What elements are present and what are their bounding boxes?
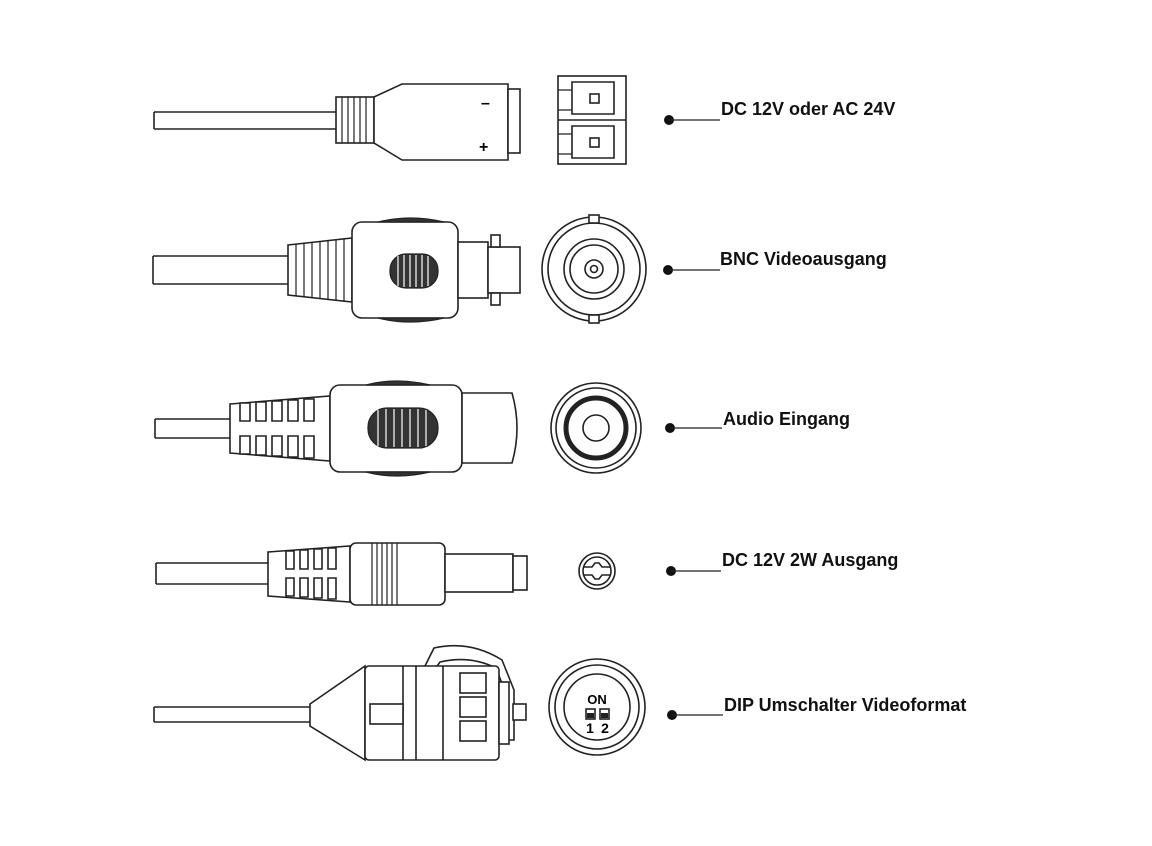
dc-out-strain-relief [267, 545, 351, 603]
dip-switch-2-number: 2 [601, 720, 609, 736]
dip-protective-cap [418, 644, 515, 741]
label-power: DC 12V oder AC 24V [721, 99, 895, 119]
audio-strain-relief [229, 395, 331, 462]
dip-on-label: ON [587, 692, 607, 707]
bnc-strain-relief [287, 237, 353, 303]
power-strain-relief [335, 96, 375, 144]
label-audio: Audio Eingang [723, 409, 850, 429]
audio-grip-bottom [365, 471, 431, 477]
audio-socket-icon [550, 382, 642, 474]
label-dc-out: DC 12V 2W Ausgang [722, 550, 898, 570]
bnc-bayonet-pin-top [490, 234, 501, 248]
audio-grip-top [365, 380, 431, 386]
polarity-minus: – [481, 95, 490, 112]
label-dip: DIP Umschalter Videoformat [724, 695, 966, 715]
dip-cable-boot [309, 664, 366, 762]
dc-out-cable [155, 562, 268, 585]
terminal-block-icon [557, 75, 627, 165]
audio-grip-window [367, 407, 439, 449]
bnc-grip-bottom [377, 317, 445, 323]
power-cable [153, 111, 336, 130]
audio-connector [154, 380, 642, 477]
label-bnc: BNC Videoausgang [720, 249, 887, 269]
dip-switch-1-number: 1 [586, 720, 594, 736]
bnc-grip-window [389, 253, 439, 289]
bnc-cable [152, 255, 288, 285]
dc-out-tip [512, 555, 528, 591]
bnc-sleeve [487, 246, 521, 294]
audio-plug-tip [461, 392, 518, 464]
power-connector: – + [153, 75, 627, 165]
dip-switch-1-lever [587, 713, 594, 718]
dip-switch-2-lever [601, 713, 608, 718]
bnc-grip-top [377, 217, 445, 223]
power-plug-tip [507, 88, 521, 154]
dc-out-socket-icon [578, 552, 616, 590]
dc-out-body [349, 542, 446, 606]
dc-out-barrel [444, 553, 514, 593]
dip-housing [364, 665, 527, 761]
bnc-collar [457, 241, 489, 299]
callouts: DC 12V oder AC 24V BNC Videoausgang Audi… [663, 99, 966, 720]
dc-out-connector [155, 542, 616, 606]
dip-switch-icon: ON 1 2 [548, 658, 646, 756]
audio-cable [154, 418, 230, 439]
polarity-plus: + [479, 139, 488, 156]
bnc-connector [152, 214, 647, 324]
bnc-socket-icon [541, 214, 647, 324]
dip-cable [153, 706, 310, 723]
power-plug-body [373, 83, 509, 161]
dip-connector: ON 1 2 [153, 644, 646, 762]
bnc-bayonet-pin-bottom [490, 292, 501, 306]
